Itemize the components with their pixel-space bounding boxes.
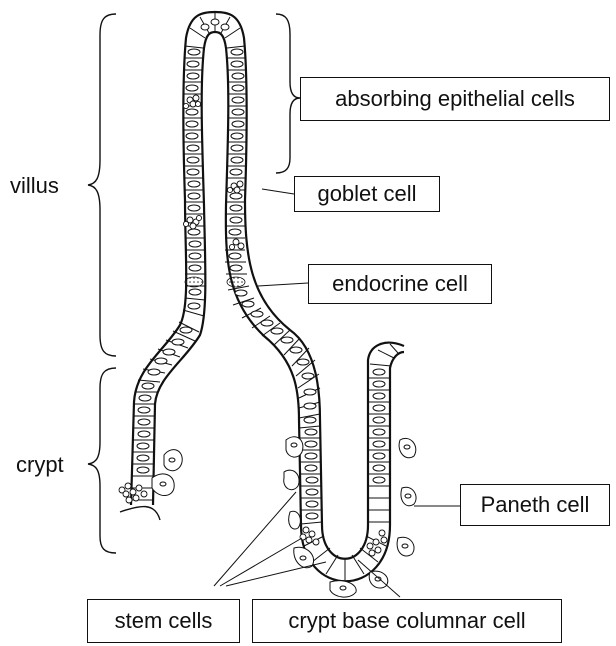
crypt-base-columnar-cell-label: crypt base columnar cell (252, 599, 562, 643)
villus-brace (88, 14, 116, 356)
crypt-label: crypt (16, 454, 64, 476)
paneth-cell-label: Paneth cell (460, 484, 610, 526)
crypt-brace (88, 368, 116, 553)
stem-cells-label: stem cells (87, 599, 240, 643)
goblet-cell-label: goblet cell (294, 176, 440, 212)
villus-label: villus (10, 175, 59, 197)
leader-lines (214, 189, 460, 597)
stromal-cells (152, 437, 416, 597)
endocrine-cell-left (185, 277, 203, 287)
endocrine-cell-right (227, 277, 245, 287)
absorbing-epithelial-cells-label: absorbing epithelial cells (300, 77, 610, 121)
absorbing-brace (276, 14, 300, 173)
endocrine-cell-label: endocrine cell (308, 264, 492, 304)
basement-membrane-left (120, 507, 160, 520)
